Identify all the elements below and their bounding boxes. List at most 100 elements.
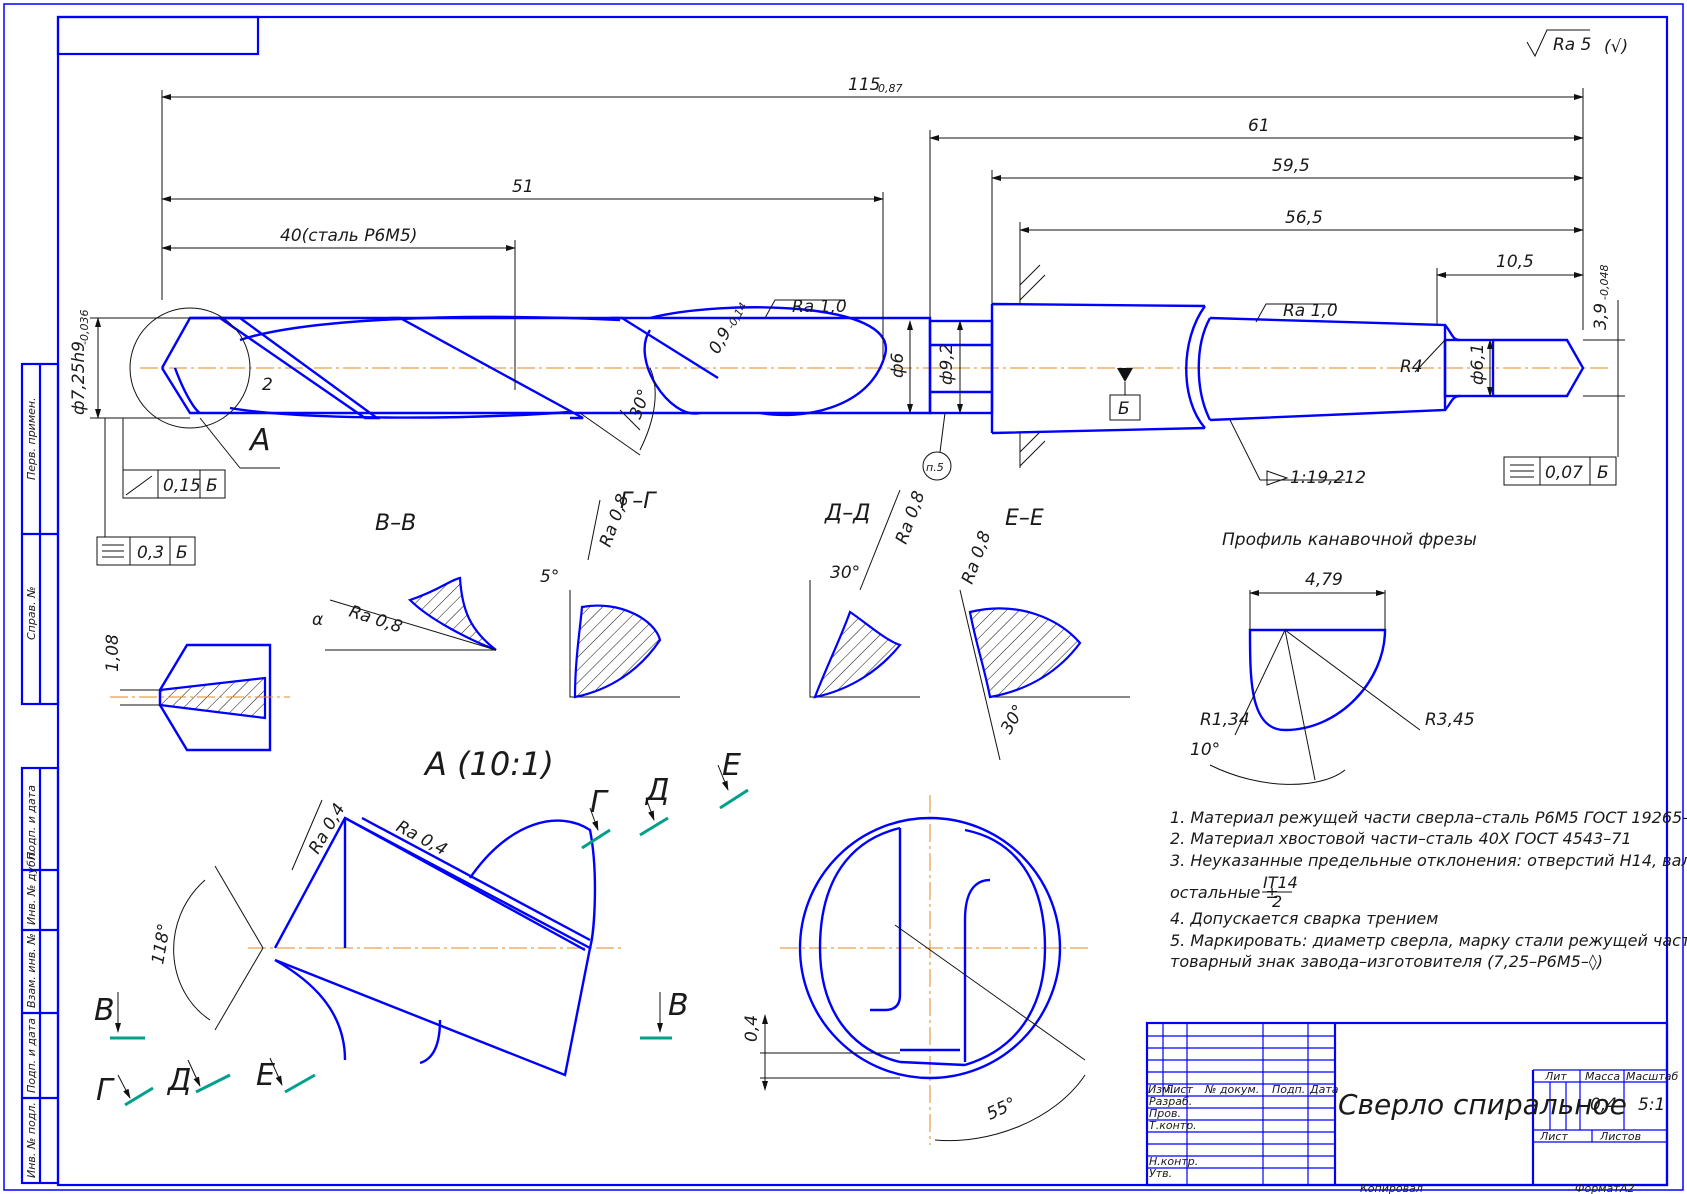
roughness-detail-a2: Ra 0,4 [393, 817, 451, 860]
section-gg-title: Г–Г [620, 489, 657, 514]
tolerance-frames: 0,15 Б 0,3 Б 0,07 Б [96, 418, 1619, 566]
angle-10: 10° [1190, 740, 1220, 760]
dim-helix: 30° [626, 387, 655, 422]
section-bb: 1,08 α Ra 0,8 [103, 576, 497, 752]
dim-main-diameter-tol: -0,036 [78, 310, 91, 345]
roughness-ra1: Ra 1,0 [792, 297, 847, 317]
marker-v-right: В [668, 988, 689, 1023]
runout-datum: Б [206, 476, 218, 496]
marker-g-bottom: Г [96, 1073, 115, 1108]
note-line: 5. Маркировать: диаметр сверла, марку ст… [1170, 931, 1687, 950]
stamp-label: Подп. и дата [25, 1018, 38, 1093]
tb-row: Н.контр. [1149, 1155, 1198, 1168]
dim-r1-34: R1,34 [1200, 710, 1250, 730]
roughness-symbol: (√) [1604, 37, 1628, 57]
drawing-title: Сверло спиральное [1338, 1088, 1627, 1121]
tb-scale: Масштаб [1626, 1070, 1678, 1083]
tb-col: № докум. [1204, 1083, 1259, 1096]
tb-sheets: Листов [1599, 1130, 1641, 1143]
section-dd-title: Д–Д [824, 501, 870, 526]
dim-51: 51 [512, 177, 534, 197]
dim-40: 40(сталь Р6М5) [280, 226, 417, 246]
note-line: 4. Допускается сварка трением [1170, 909, 1438, 928]
section-markers: В В Г Д Е Г Д Е [94, 748, 749, 1108]
dim-0-4: 0,4 [742, 1015, 762, 1042]
section-ee: Ra 0,8 30° [958, 528, 1130, 761]
tb-col: Подп. [1272, 1083, 1305, 1096]
roughness-text: Ra 5 [1553, 35, 1591, 55]
main-dimensions: 115 -0,87 61 59,5 56,5 51 40(сталь Р6М5)… [69, 75, 1625, 488]
note-line: товарный знак завода–изготовителя (7,25–… [1170, 952, 1603, 971]
section-bb-title: В–В [375, 511, 416, 536]
detail-a-label: А [248, 423, 271, 458]
tb-col: Лист [1164, 1083, 1193, 1096]
note-fraction-num: IT14 [1263, 873, 1298, 892]
side-stamp: Перв. примен. Справ. № Подп. и дата Инв.… [20, 362, 60, 1185]
stamp-label: Взам. инв. № [25, 933, 38, 1008]
dim-61: 61 [1248, 116, 1270, 136]
cutter-profile-title: Профиль канавочной фрезы [1222, 530, 1477, 550]
section-labels: В–В Г–Г Д–Д Е–Е Профиль канавочной фрезы… [375, 489, 1477, 783]
tb-col: Изм. [1148, 1083, 1174, 1096]
marker-e-bottom: Е [256, 1058, 275, 1093]
tb-row: Разраб. [1149, 1095, 1192, 1108]
technical-notes: 1. Материал режущей части сверла–сталь Р… [1170, 808, 1687, 971]
marker-g-top: Г [590, 785, 609, 820]
dim-diameter-6: ф6 [888, 352, 908, 378]
tb-row: Пров. [1149, 1107, 1181, 1120]
note-ref-p5: п.5 [926, 461, 944, 474]
tb-lit: Лит [1544, 1070, 1567, 1083]
dim-diameter-9-2: ф9,2 [937, 343, 957, 385]
tb-format-value: А2 [1619, 1182, 1635, 1194]
tb-format: Формат [1575, 1182, 1620, 1194]
tb-sheet: Лист [1539, 1130, 1568, 1143]
angle-55: 55° [984, 1094, 1020, 1125]
dim-overall: 115 [848, 75, 880, 95]
roughness-ee: Ra 0,8 [958, 528, 996, 586]
note-line: 2. Материал хвостовой части–сталь 40Х ГО… [1170, 829, 1632, 848]
roughness-bb: Ra 0,8 [346, 602, 404, 638]
stamp-label: Справ. № [25, 586, 38, 640]
note-fraction-den: 2 [1272, 892, 1282, 911]
angle-5: 5° [540, 567, 559, 587]
roughness-gg: Ra 0,8 [596, 491, 634, 549]
stamp-label: Инв. № дубл. [25, 850, 38, 925]
detail-a-view: 118° Ra 0,4 Ra 0,4 [148, 799, 625, 1077]
dim-56-5: 56,5 [1285, 208, 1323, 228]
stamp-label: Инв. № подл. [25, 1102, 38, 1178]
tb-row: Т.контр. [1149, 1119, 1197, 1132]
main-view [129, 264, 1610, 468]
marker-d-top: Д [644, 773, 669, 808]
tb-row: Утв. [1149, 1167, 1172, 1180]
angle-30a: 30° [830, 563, 860, 583]
title-block: Изм. Лист № докум. Подп. Дата Разраб. Пр… [1145, 1021, 1678, 1194]
runout-value: 0,15 [163, 476, 201, 496]
roughness-ra2: Ra 1,0 [1283, 301, 1338, 321]
parallel1-datum: Б [176, 543, 188, 563]
dim-r3-45: R3,45 [1425, 710, 1475, 730]
tb-mass-value: 0,4 [1590, 1095, 1617, 1115]
dim-core-tol: -0,14 [724, 300, 749, 331]
angle-30b: 30° [997, 701, 1029, 737]
angle-118: 118° [148, 922, 175, 966]
note-line: 1. Материал режущей части сверла–сталь Р… [1170, 808, 1687, 827]
dim-59-5: 59,5 [1272, 156, 1310, 176]
dim-2: 2 [262, 375, 273, 395]
dim-r4: R4 [1400, 357, 1423, 377]
datum-letter: Б [1118, 399, 1130, 419]
dim-10-5: 10,5 [1496, 252, 1534, 272]
detail-a-scale-title: А (10:1) [423, 745, 554, 783]
dim-taper: 1:19,212 [1290, 468, 1366, 488]
tb-mass: Масса [1585, 1070, 1620, 1083]
parallel2-datum: Б [1597, 463, 1609, 483]
dim-3-9-tol: -0,048 [1598, 265, 1611, 300]
tb-copied: Копировал [1360, 1182, 1423, 1194]
tb-scale-value: 5:1 [1638, 1095, 1665, 1115]
section-gg: 5° Ra 0,8 [540, 491, 680, 699]
dim-3-9: 3,9 [1591, 303, 1611, 330]
dim-1-08: 1,08 [103, 634, 123, 672]
stamp-label: Перв. примен. [25, 397, 38, 480]
sheet-frame [3, 3, 1684, 1191]
dim-main-diameter: ф7,25h9 [69, 341, 89, 415]
